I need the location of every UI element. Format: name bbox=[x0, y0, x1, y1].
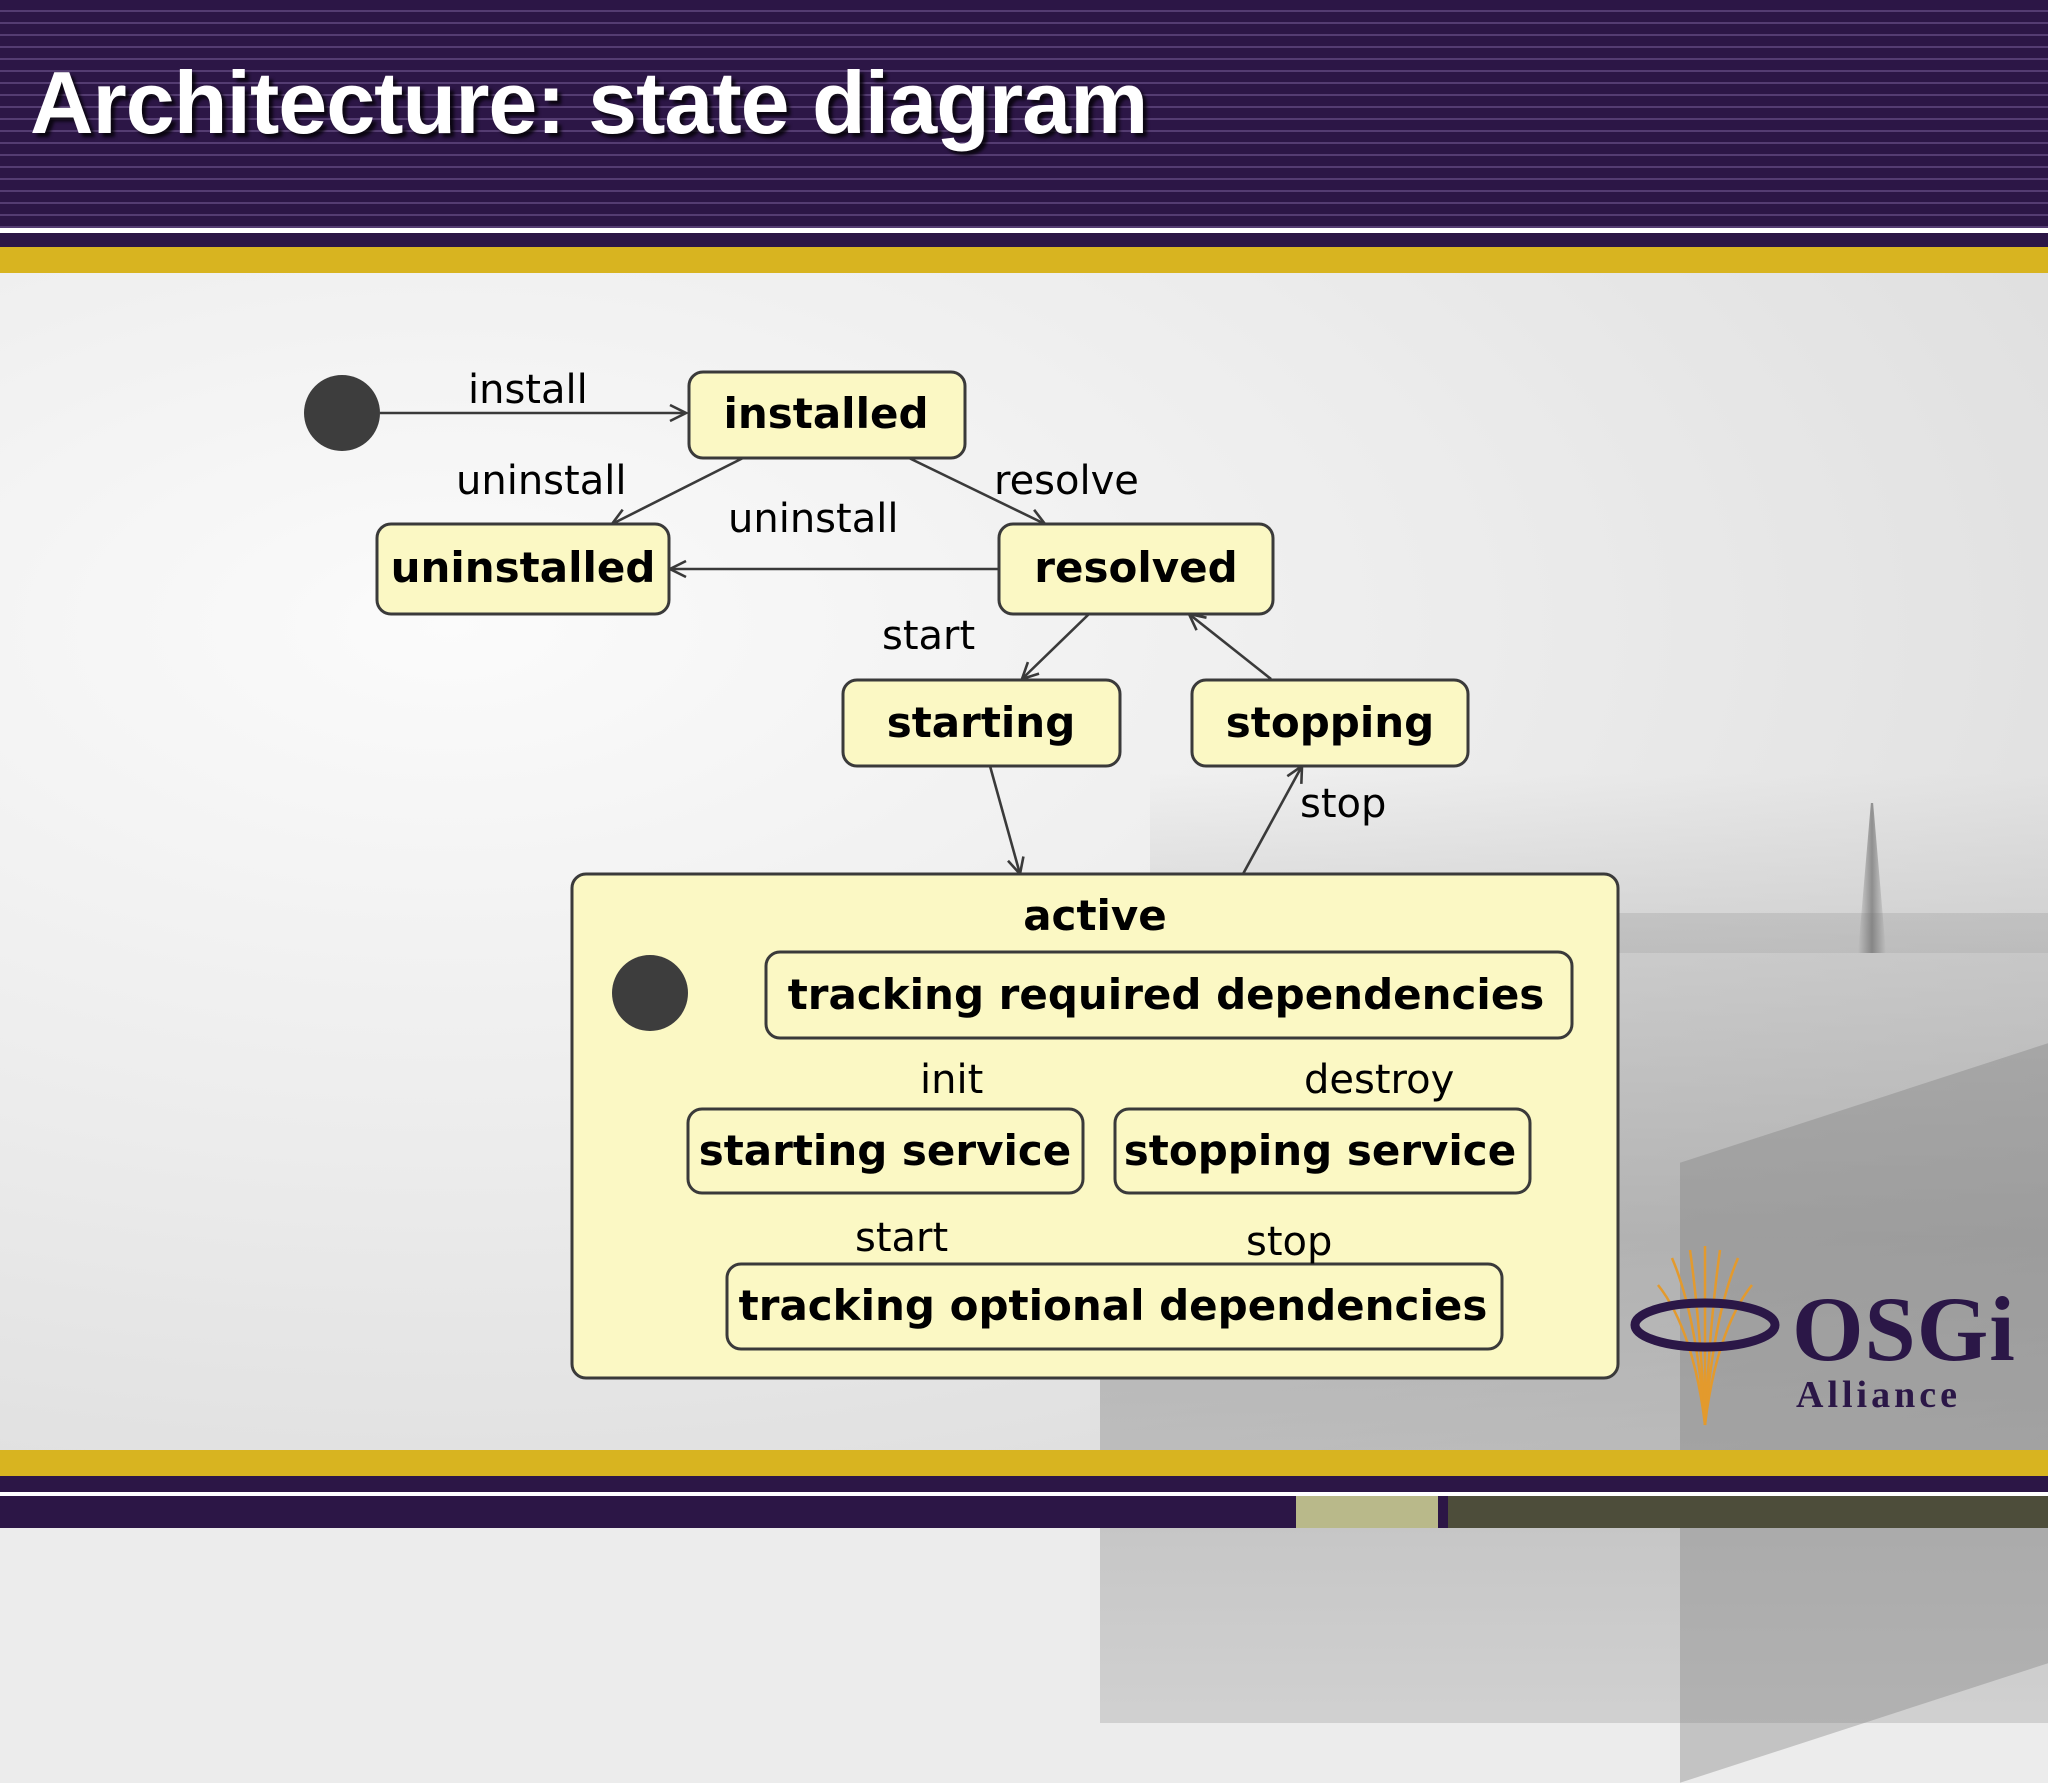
state-stopping-label: stopping bbox=[1226, 698, 1434, 747]
state-stopping-service-label: stopping service bbox=[1124, 1126, 1516, 1175]
header-divider-dark bbox=[0, 233, 2048, 247]
state-starting-label: starting bbox=[887, 698, 1076, 747]
transition-uninstall-from-installed bbox=[612, 456, 744, 524]
label-uninstall-resolved: uninstall bbox=[728, 496, 898, 542]
osgi-logo-subtitle: Alliance bbox=[1796, 1374, 1961, 1416]
state-diagram: active installed uninstalled resolved st… bbox=[304, 367, 1620, 1380]
transition-resolve bbox=[908, 456, 1045, 524]
state-tracking-required-dependencies bbox=[764, 950, 1574, 1040]
state-active-label: active bbox=[1023, 891, 1167, 940]
state-resolved-label: resolved bbox=[1034, 543, 1237, 592]
state-uninstalled bbox=[375, 522, 671, 616]
state-starting-service-label: starting service bbox=[699, 1126, 1072, 1175]
footer-divider-dark bbox=[0, 1476, 2048, 1492]
label-destroy: destroy bbox=[1304, 1057, 1454, 1103]
state-starting bbox=[841, 678, 1122, 768]
transition-start bbox=[1022, 613, 1090, 679]
label-init: init bbox=[920, 1057, 983, 1103]
header-divider-gold bbox=[0, 247, 2048, 273]
state-starting-service bbox=[686, 1107, 1085, 1195]
osgi-logo-emblem-icon bbox=[1630, 1246, 1780, 1426]
inner-initial-node bbox=[612, 955, 688, 1031]
slide-title: Architecture: state diagram bbox=[30, 53, 1148, 152]
transition-stop bbox=[1241, 766, 1302, 875]
state-tracking-optional-dependencies-label: tracking optional dependencies bbox=[739, 1281, 1488, 1330]
footer-divider-white bbox=[0, 1492, 2048, 1496]
footer-accent-dark bbox=[1448, 1496, 2048, 1528]
initial-node bbox=[304, 375, 380, 451]
footer-accent-light bbox=[1296, 1496, 1438, 1528]
label-stop-service: stop bbox=[1246, 1219, 1332, 1265]
state-installed-label: installed bbox=[723, 389, 928, 438]
label-start-service: start bbox=[855, 1215, 948, 1261]
footer-divider-gold bbox=[0, 1450, 2048, 1476]
state-tracking-required-dependencies-label: tracking required dependencies bbox=[788, 970, 1545, 1019]
state-uninstalled-label: uninstalled bbox=[391, 543, 656, 592]
state-resolved bbox=[997, 522, 1275, 616]
label-install: install bbox=[468, 367, 588, 413]
state-installed bbox=[687, 370, 967, 460]
label-start: start bbox=[882, 613, 975, 659]
state-stopping bbox=[1190, 678, 1470, 768]
label-uninstall-installed: uninstall bbox=[456, 458, 626, 504]
label-stop: stop bbox=[1300, 781, 1386, 827]
state-stopping-service bbox=[1113, 1107, 1532, 1195]
transition-stopping-to-resolved bbox=[1189, 614, 1272, 681]
osgi-logo-text: OSGi bbox=[1792, 1278, 2016, 1380]
header-divider-white bbox=[0, 228, 2048, 233]
title-bar: Architecture: state diagram bbox=[0, 0, 2048, 228]
state-tracking-optional-dependencies bbox=[725, 1262, 1504, 1351]
transition-starting-to-active bbox=[988, 765, 1020, 874]
label-resolve: resolve bbox=[994, 458, 1139, 504]
